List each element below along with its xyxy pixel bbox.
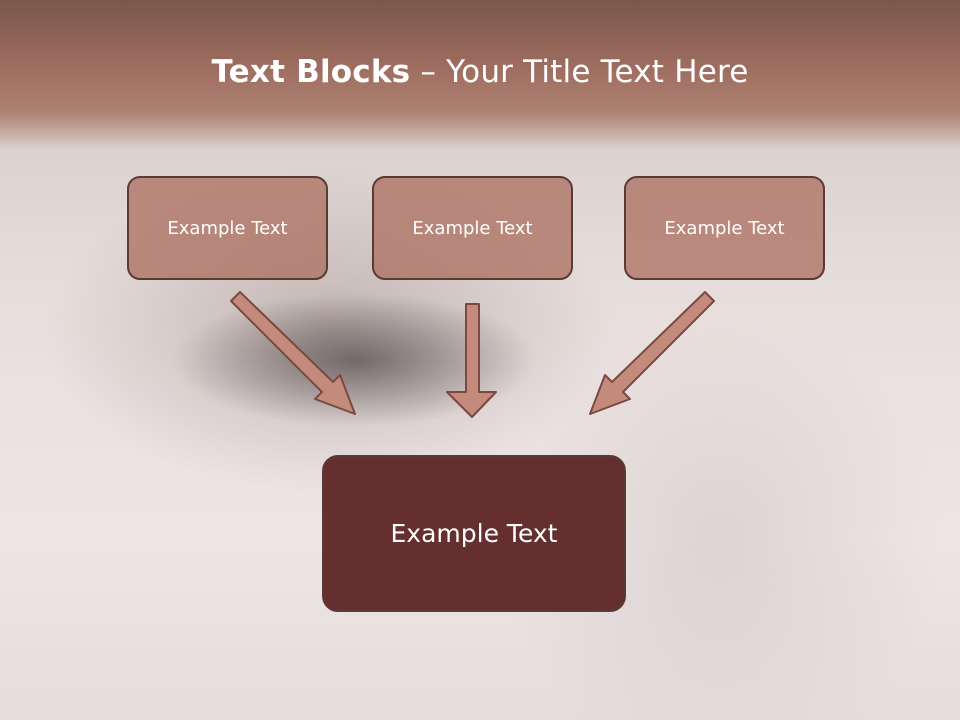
text-block-center[interactable]: Example Text xyxy=(372,176,573,280)
arrow-left xyxy=(230,291,356,415)
text-block-right-label: Example Text xyxy=(664,217,785,239)
title-dash: – xyxy=(420,54,437,90)
arrow-right xyxy=(589,291,715,415)
title-rest: Your Title Text Here xyxy=(446,54,749,90)
text-block-bottom-label: Example Text xyxy=(390,519,558,548)
slide-title: Text Blocks – Your Title Text Here xyxy=(0,54,960,90)
text-block-bottom[interactable]: Example Text xyxy=(322,455,626,612)
text-block-center-label: Example Text xyxy=(412,217,533,239)
title-band xyxy=(0,0,960,150)
title-bold-part: Text Blocks xyxy=(211,54,411,90)
text-block-left-label: Example Text xyxy=(167,217,288,239)
text-block-right[interactable]: Example Text xyxy=(624,176,825,280)
text-block-left[interactable]: Example Text xyxy=(127,176,328,280)
arrow-center xyxy=(446,303,497,418)
